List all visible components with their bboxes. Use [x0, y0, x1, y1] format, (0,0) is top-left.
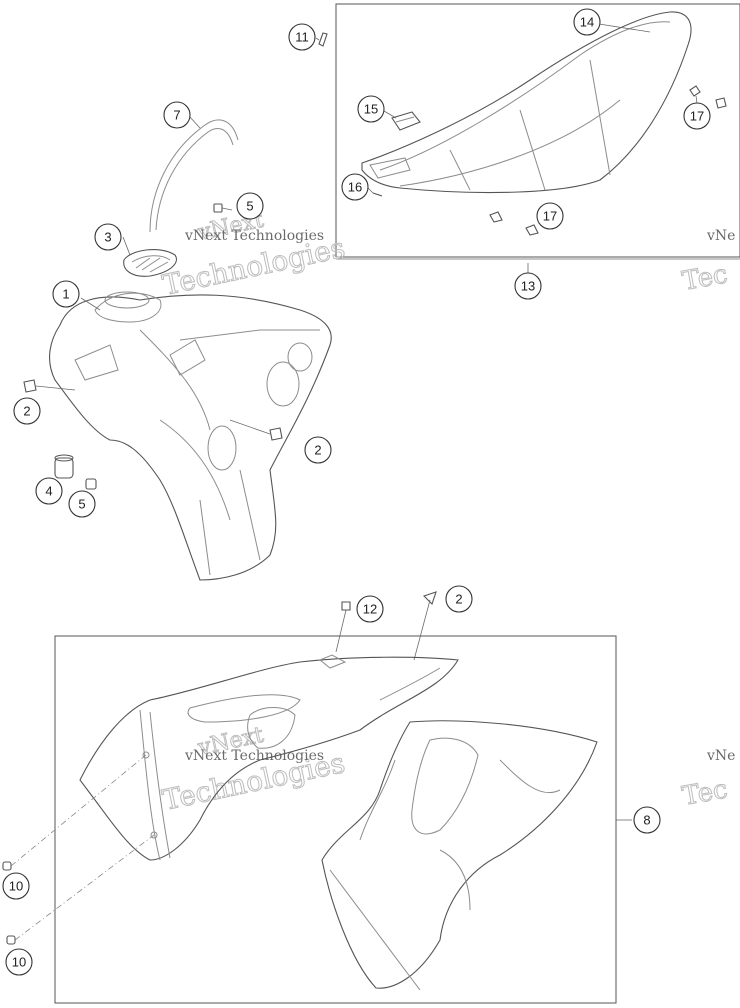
svg-text:Tec: Tec: [680, 259, 730, 296]
callout-number: 11: [295, 30, 309, 45]
callout-number: 13: [521, 279, 535, 294]
shroud-group-box: [54, 635, 617, 1004]
watermark-edge-lower: vNe Tec: [680, 748, 736, 812]
watermark-upper: vNext Technologies vNext Technologies: [159, 207, 348, 302]
callout-circle: [573, 8, 601, 36]
callout-2c: 2: [445, 585, 473, 613]
callout-3: 3: [94, 223, 122, 251]
svg-text:vNe: vNe: [706, 228, 735, 244]
callout-circle: [633, 806, 661, 834]
callout-number: 7: [173, 108, 180, 123]
callout-10b: 10: [5, 948, 33, 976]
seat-clip-part: [391, 111, 421, 131]
callout-1: 1: [52, 280, 80, 308]
shroud-right-part: [321, 720, 598, 991]
callout-number: 10: [9, 879, 23, 894]
screw-2-parts: [23, 379, 437, 661]
seat-group-box: [335, 3, 740, 258]
callout-circle: [13, 397, 41, 425]
screw-16-part: [372, 192, 383, 197]
callout-12: 12: [356, 595, 384, 623]
callout-11: 11: [288, 23, 316, 51]
clip-17-parts: [489, 85, 727, 236]
callout-circle: [683, 102, 711, 130]
callout-15: 15: [357, 95, 385, 123]
nut-10-parts: [2, 754, 155, 945]
callout-2a: 2: [13, 397, 41, 425]
callout-number: 1: [62, 287, 69, 302]
callout-circle: [304, 436, 332, 464]
callout-number: 5: [78, 497, 85, 512]
svg-text:vNext Technologies: vNext Technologies: [184, 228, 324, 244]
callout-circle: [94, 223, 122, 251]
callout-circle: [514, 272, 542, 300]
vent-hose-part: [149, 119, 239, 233]
bushing-parts: [54, 203, 223, 490]
svg-text:vNe: vNe: [706, 748, 735, 764]
svg-text:Tec: Tec: [680, 774, 730, 811]
fuel-cap-part: [123, 249, 177, 277]
callout-circle: [356, 595, 384, 623]
callout-number: 17: [543, 209, 557, 224]
callout-4: 4: [35, 477, 63, 505]
fuel-tank-part: [49, 291, 332, 581]
callout-circle: [163, 101, 191, 129]
callout-number: 8: [643, 813, 650, 828]
watermark-lower: vNext Technologies vNext Technologies: [159, 722, 348, 817]
callout-number: 15: [364, 102, 378, 117]
callout-number: 2: [314, 443, 321, 458]
callout-number: 2: [455, 592, 462, 607]
callout-circle: [445, 585, 473, 613]
screw-12-part: [335, 601, 351, 653]
callout-7: 7: [163, 101, 191, 129]
callout-number: 5: [246, 199, 253, 214]
callout-circle: [357, 95, 385, 123]
callout-number: 14: [580, 15, 594, 30]
callout-circle: [341, 173, 369, 201]
seat-part: [361, 11, 692, 194]
callout-13: 13: [514, 272, 542, 300]
callout-8: 8: [633, 806, 661, 834]
callout-17a: 17: [683, 102, 711, 130]
callout-10a: 10: [2, 872, 30, 900]
leader-lines: [80, 23, 699, 821]
callout-14: 14: [573, 8, 601, 36]
callout-number: 12: [363, 602, 377, 617]
callout-circle: [68, 490, 96, 518]
shroud-left-part: [79, 654, 459, 861]
callout-circle: [536, 202, 564, 230]
callout-5a: 5: [236, 192, 264, 220]
watermark-edge-upper: vNe Tec: [680, 228, 736, 297]
callout-number: 16: [348, 180, 362, 195]
callout-number: 3: [104, 230, 111, 245]
callout-number: 2: [23, 404, 30, 419]
callout-2b: 2: [304, 436, 332, 464]
callout-number: 10: [12, 955, 26, 970]
callout-circle: [5, 948, 33, 976]
callout-5b: 5: [68, 490, 96, 518]
callout-17b: 17: [536, 202, 564, 230]
callout-number: 4: [45, 484, 52, 499]
callout-circle: [236, 192, 264, 220]
screw-11-part: [318, 32, 328, 47]
callout-circle: [288, 23, 316, 51]
callout-circle: [35, 477, 63, 505]
svg-text:vNext Technologies: vNext Technologies: [184, 748, 324, 764]
callout-number: 17: [690, 109, 704, 124]
callout-circle: [2, 872, 30, 900]
callout-16: 16: [341, 173, 369, 201]
callout-circle: [52, 280, 80, 308]
